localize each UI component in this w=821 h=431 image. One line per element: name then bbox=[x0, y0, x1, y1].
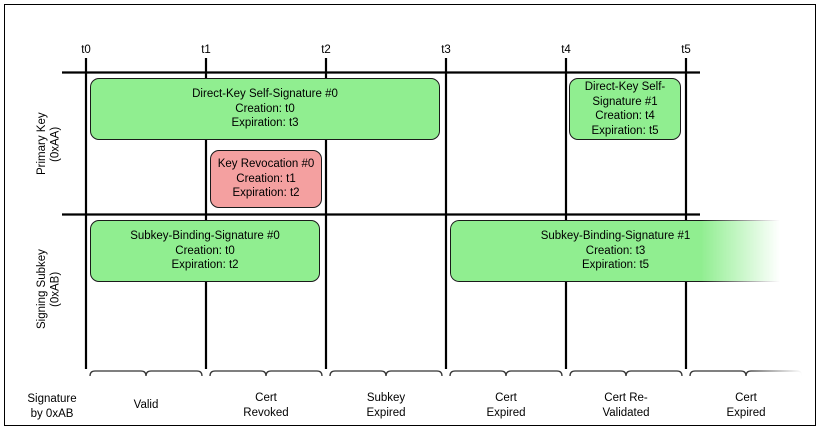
interval-label-cert-expired-2: Cert Expired bbox=[727, 391, 766, 420]
footer-corner-label-line1: Signature bbox=[27, 393, 77, 405]
sig-box-title: Subkey-Binding-Signature #1 bbox=[540, 230, 691, 243]
interval-label-line1: Valid bbox=[133, 399, 159, 411]
row-label-signing-subkey: Signing Subkey (0xAB) bbox=[36, 224, 63, 354]
interval-label-line2: Expired bbox=[726, 406, 766, 419]
sig-box-creation: Creation: t4 bbox=[595, 110, 655, 122]
row-label-primary-key: Primary Key (0xAA) bbox=[36, 84, 63, 204]
interval-label-cert-expired-1: Cert Expired bbox=[487, 391, 526, 420]
row-label-signing-subkey-line2: (0xAB) bbox=[49, 271, 62, 307]
sig-box-subkey-binding-signature-1[interactable]: Subkey-Binding-Signature #1 Creation: t3… bbox=[450, 220, 780, 282]
bracket-cert-expired-1 bbox=[449, 370, 563, 377]
sig-box-direct-key-self-signature-0[interactable]: Direct-Key Self-Signature #0 Creation: t… bbox=[90, 78, 440, 140]
sig-box-expiration: Expiration: t2 bbox=[171, 259, 239, 272]
interval-label-line2: Expired bbox=[486, 406, 526, 419]
sig-box-direct-key-self-signature-1[interactable]: Direct-Key Self- Signature #1 Creation: … bbox=[569, 78, 681, 140]
interval-label-line2: Validated bbox=[602, 406, 650, 419]
bracket-valid bbox=[89, 370, 203, 377]
bracket-cert-expired-2 bbox=[689, 370, 803, 377]
row-label-signing-subkey-line1: Signing Subkey bbox=[36, 249, 48, 329]
sig-box-subkey-binding-signature-0[interactable]: Subkey-Binding-Signature #0 Creation: t0… bbox=[90, 220, 320, 282]
sig-box-title: Direct-Key Self- bbox=[584, 81, 666, 93]
interval-label-cert-re-validated: Cert Re- Validated bbox=[602, 391, 649, 420]
tick-label-t3: t3 bbox=[441, 44, 451, 56]
tick-label-t5: t5 bbox=[681, 44, 691, 56]
interval-label-valid: Valid bbox=[134, 398, 159, 413]
row-label-primary-key-line2: (0xAA) bbox=[49, 126, 62, 162]
sig-box-expiration: Expiration: t3 bbox=[231, 117, 299, 130]
outer-border bbox=[4, 4, 816, 426]
sig-box-expiration: Expiration: t2 bbox=[232, 187, 300, 200]
sig-box-key-revocation-0[interactable]: Key Revocation #0 Creation: t1 Expiratio… bbox=[210, 150, 322, 208]
interval-label-line1: Cert Re- bbox=[604, 392, 648, 404]
sig-box-title: Subkey-Binding-Signature #0 bbox=[130, 230, 280, 243]
bracket-cert-re-validated bbox=[569, 370, 683, 377]
sig-box-expiration: Expiration: t5 bbox=[581, 259, 650, 272]
interval-label-line1: Cert bbox=[255, 392, 277, 404]
sig-box-title-2: Signature #1 bbox=[592, 95, 658, 108]
sig-box-title: Key Revocation #0 bbox=[217, 158, 315, 171]
interval-label-line1: Cert bbox=[495, 392, 517, 404]
interval-label-line2: Revoked bbox=[243, 406, 289, 419]
row-label-primary-key-line1: Primary Key bbox=[36, 112, 48, 176]
sig-box-expiration: Expiration: t5 bbox=[591, 124, 659, 137]
sig-box-creation: Creation: t0 bbox=[235, 102, 295, 115]
interval-label-cert-revoked: Cert Revoked bbox=[243, 391, 288, 420]
interval-label-line2: Expired bbox=[366, 406, 406, 419]
tick-label-t4: t4 bbox=[561, 44, 571, 56]
interval-label-line1: Subkey bbox=[366, 392, 406, 404]
bracket-subkey-expired bbox=[329, 370, 443, 377]
tick-label-t0: t0 bbox=[81, 44, 91, 56]
sig-box-creation: Creation: t1 bbox=[236, 172, 296, 185]
sig-box-creation: Creation: t3 bbox=[585, 244, 646, 257]
tick-label-t1: t1 bbox=[201, 44, 211, 56]
bracket-cert-revoked bbox=[209, 370, 323, 377]
footer-corner-label-line2: by 0xAB bbox=[30, 407, 74, 420]
sig-box-creation: Creation: t0 bbox=[175, 244, 235, 257]
interval-label-subkey-expired: Subkey Expired bbox=[367, 391, 406, 420]
sig-box-title: Direct-Key Self-Signature #0 bbox=[192, 88, 338, 101]
tick-label-t2: t2 bbox=[321, 44, 331, 56]
footer-corner-label: Signature by 0xAB bbox=[14, 392, 90, 421]
interval-label-line1: Cert bbox=[735, 392, 757, 404]
